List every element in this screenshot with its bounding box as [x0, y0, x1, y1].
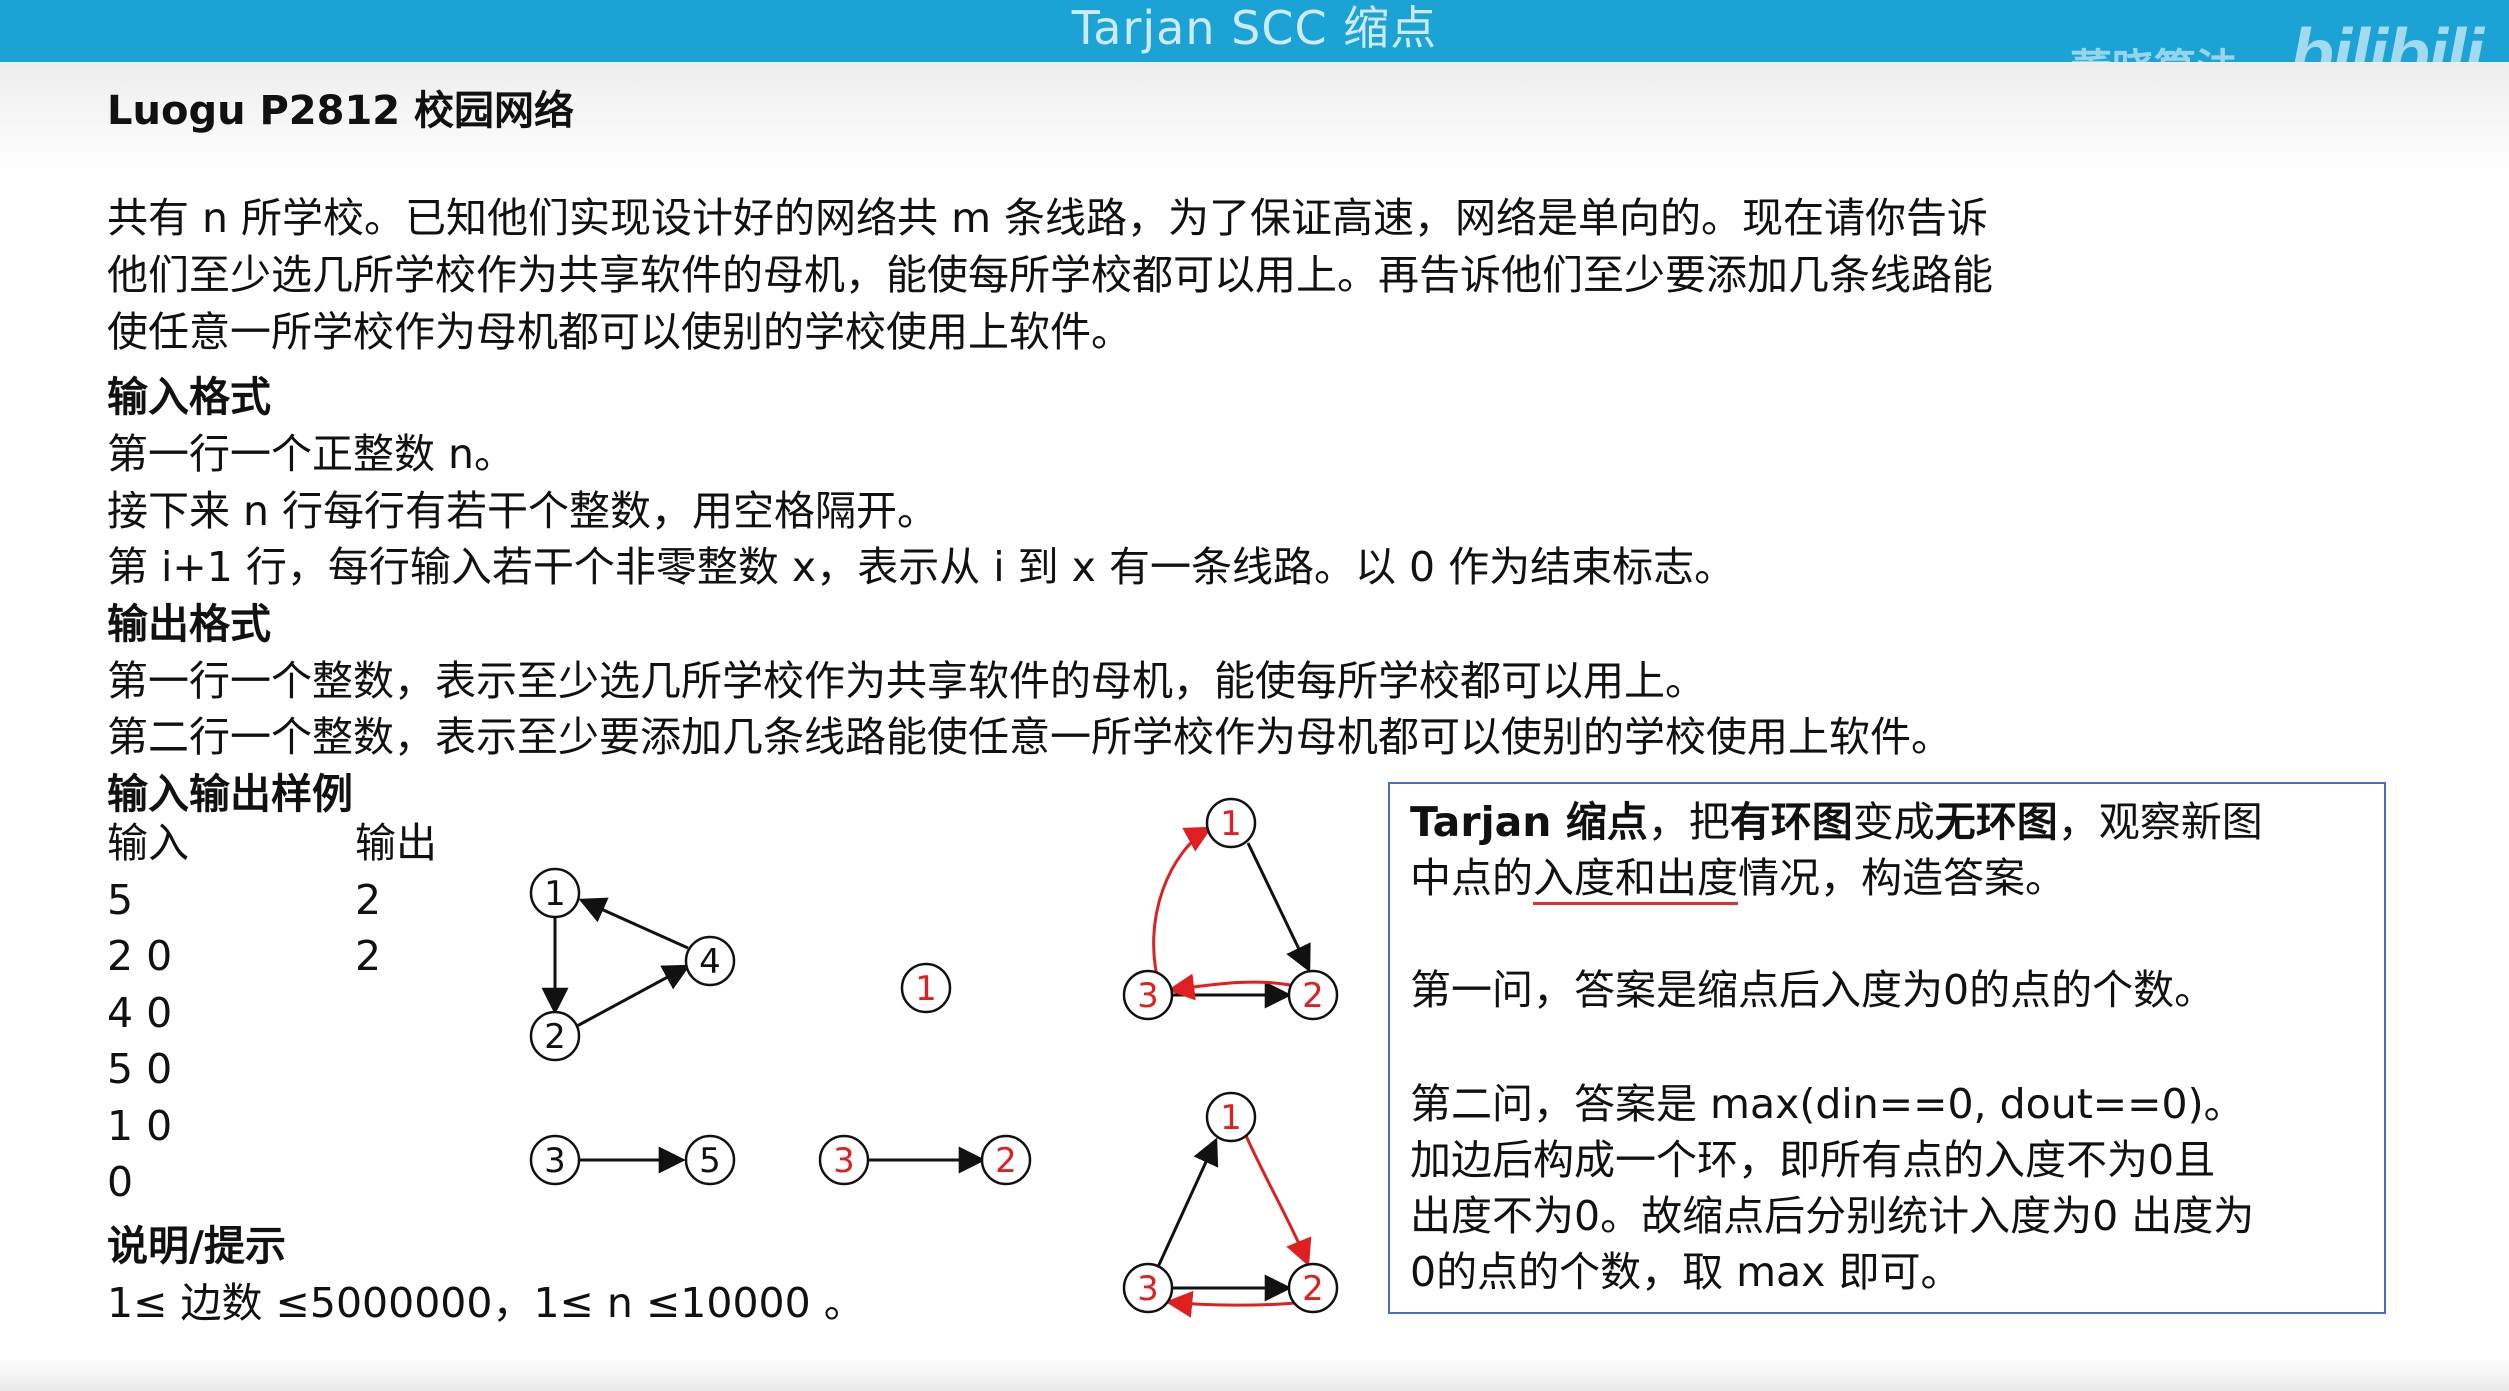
explanation-p2: 第一问，答案是缩点后入度为0的点的个数。: [1410, 966, 2216, 1014]
node-circle: [1122, 969, 1174, 1021]
edge-2-4: [576, 964, 691, 1028]
underlined-text: 入度和出度: [1533, 854, 1738, 902]
node-circle: [529, 867, 581, 919]
sample-input-line: 5: [107, 875, 134, 924]
edge-4-1: [578, 897, 689, 950]
node-circle: [1205, 1091, 1257, 1143]
node-circle: [529, 1134, 581, 1186]
text: ，观察新图: [2057, 798, 2263, 846]
sample-input-line: 0: [107, 1158, 134, 1206]
red-edge-1-2: [1238, 1121, 1312, 1267]
node-label: 3: [544, 1141, 566, 1181]
explanation-p3: 第二问，答案是 max(din==0, dout==0)。: [1410, 1080, 2245, 1128]
sample-input-line: 2 0: [107, 932, 173, 980]
explanation-p1-cont: 中点的入度和出度情况，构造答案。: [1410, 850, 2370, 906]
text: 中点的: [1410, 854, 1533, 902]
hint-text: 1≤ 边数 ≤5000000，1≤ n ≤10000 。: [107, 1279, 865, 1327]
node-label: 1: [1220, 804, 1242, 844]
bold-text: 无环图: [1934, 798, 2058, 846]
node-label: 1: [1220, 1098, 1242, 1138]
node-circle: [1205, 797, 1257, 849]
footer-fade: [0, 1358, 2509, 1391]
title-banner: Tarjan SCC 缩点 董晓算法 bilibili: [0, 0, 2509, 95]
sample-heading: 输入输出样例: [107, 770, 353, 818]
text: 变成: [1852, 798, 1935, 846]
node-label: 4: [699, 942, 721, 982]
node-label: 2: [995, 1141, 1017, 1181]
text: ，把: [1647, 798, 1730, 846]
node-circle: [1122, 1262, 1174, 1314]
input-line-1: 第一行一个正整数 n。: [107, 430, 516, 478]
node-label: 2: [1302, 976, 1324, 1016]
node-label: 3: [833, 1141, 855, 1181]
explanation-p1: Tarjan 缩点，把有环图变成无环图，观察新图: [1410, 794, 2370, 850]
sample-output-column: 输出 2 2: [355, 815, 437, 985]
node-circle: [1287, 969, 1339, 1021]
node-label: 1: [544, 874, 566, 914]
node-label: 3: [1137, 976, 1159, 1016]
sample-output-line: 2: [355, 932, 382, 980]
node-circle: [684, 1134, 736, 1186]
banner-title: Tarjan SCC 缩点: [1071, 1, 1438, 55]
sample-input-label: 输入: [107, 819, 189, 867]
sample-input-line: 1 0: [107, 1101, 173, 1150]
node-circle: [1287, 1262, 1339, 1314]
sample-input-column: 输入 5 2 0 4 0 5 0 1 0 0: [107, 815, 189, 1211]
node-label: 2: [544, 1017, 566, 1057]
node-circle: [529, 1010, 581, 1062]
node-circle: [818, 1134, 870, 1186]
explanation-p4: 加边后构成一个环，即所有点的入度不为0且: [1410, 1136, 2216, 1184]
node-circle: [900, 962, 952, 1014]
red-edge-2-3: [1167, 973, 1291, 1001]
sample-output-line: 2: [355, 875, 382, 924]
text: 情况，构造答案。: [1738, 854, 2066, 902]
input-format-heading: 输入格式: [107, 373, 271, 421]
header-fade: [0, 62, 2509, 180]
red-edge-3-1: [1152, 826, 1213, 989]
explanation-p6: 0的点的个数，取 max 即可。: [1410, 1248, 1962, 1296]
node-label: 3: [1137, 1269, 1159, 1309]
sample-input-line: 5 0: [107, 1045, 173, 1093]
bold-text: 有环图: [1729, 798, 1853, 846]
output-line-2: 第二行一个整数，表示至少要添加几条线路能使任意一所学校作为母机都可以使别的学校使…: [107, 713, 1952, 761]
problem-heading: Luogu P2812 校园网络: [107, 88, 575, 134]
hint-heading: 说明/提示: [107, 1222, 286, 1270]
condensed-graph: 1 3 2: [818, 962, 1032, 1186]
node-circle: [980, 1134, 1032, 1186]
node-label: 1: [915, 969, 937, 1009]
sample-output-label: 输出: [355, 819, 437, 867]
explanation-box: Tarjan 缩点，把有环图变成无环图，观察新图 中点的入度和出度情况，构造答案…: [1388, 782, 2386, 1314]
node-circle: [684, 935, 736, 987]
output-format-heading: 输出格式: [107, 600, 271, 648]
problem-description: 共有 n 所学校。已知他们实现设计好的网络共 m 条线路，为了保证高速，网络是单…: [107, 194, 1993, 356]
input-line-3: 第 i+1 行，每行输入若干个非零整数 x，表示从 i 到 x 有一条线路。以 …: [107, 543, 1736, 591]
node-label: 5: [699, 1141, 721, 1181]
explanation-p5: 出度不为0。故缩点后分别统计入度为0 出度为: [1410, 1192, 2255, 1240]
output-line-1: 第一行一个整数，表示至少选几所学校作为共享软件的母机，能使每所学校都可以用上。: [107, 657, 1706, 705]
red-edge-2-3: [1165, 1290, 1297, 1318]
edge-3-1: [1156, 1137, 1219, 1268]
answer-graph-top: 1 3 2: [1122, 797, 1339, 1021]
edge-1-2: [1246, 842, 1311, 973]
answer-graph-bottom: 1 3 2: [1122, 1091, 1339, 1318]
sample-input-line: 4 0: [107, 988, 173, 1037]
original-graph: 1 2 3 4 5: [529, 867, 736, 1186]
input-line-2: 接下来 n 行每行有若干个整数，用空格隔开。: [107, 487, 939, 535]
bold-text: Tarjan 缩点: [1410, 798, 1648, 846]
node-label: 2: [1302, 1269, 1324, 1309]
